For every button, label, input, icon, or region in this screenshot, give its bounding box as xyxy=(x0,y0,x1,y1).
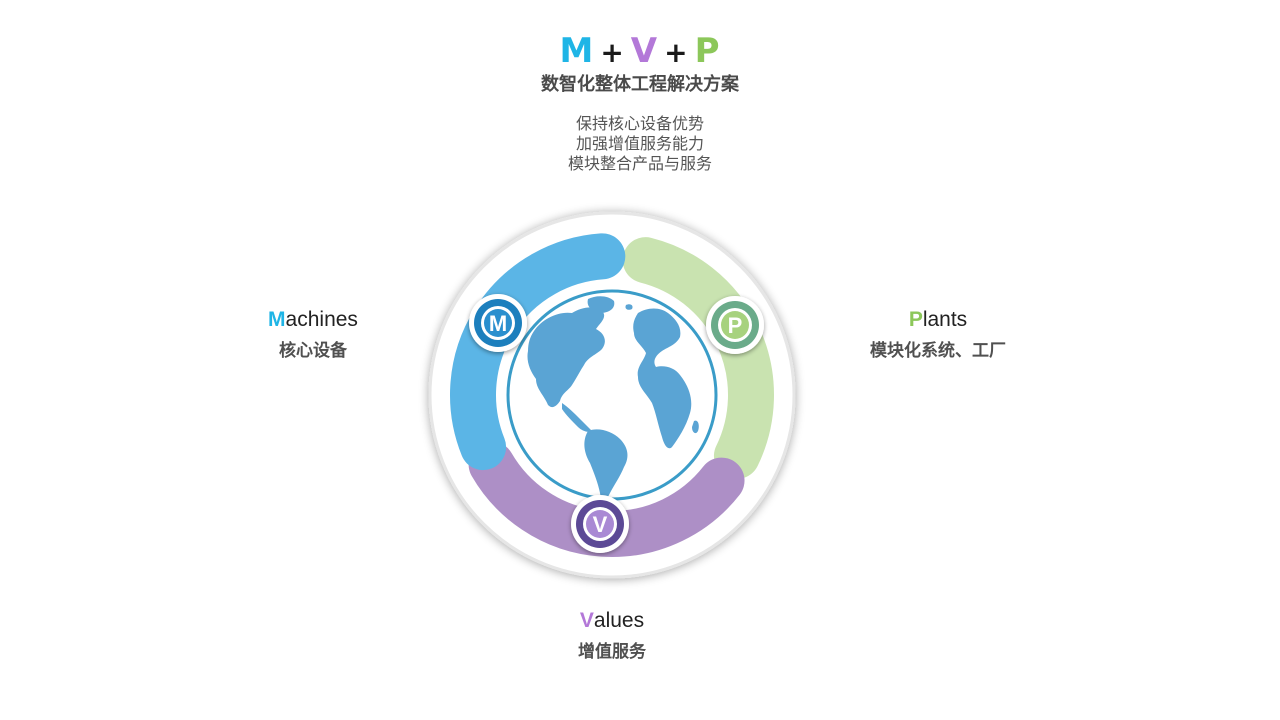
machines-name: Machines xyxy=(218,306,408,334)
machines-label: Machines 核心设备 xyxy=(218,306,408,364)
formula-plus: + xyxy=(600,36,625,69)
bullet-item: 加强增值服务能力 xyxy=(575,134,704,153)
plants-initial: P xyxy=(908,308,923,331)
formula-v: V xyxy=(630,31,659,71)
machines-initial: M xyxy=(268,308,286,331)
values-name: Values xyxy=(512,607,712,635)
values-badge: V xyxy=(571,495,629,553)
values-rest: alues xyxy=(593,609,645,632)
cycle-diagram: M P V xyxy=(428,211,796,579)
plants-label: Plants 模块化系统、工厂 xyxy=(838,306,1038,364)
plants-subtitle: 模块化系统、工厂 xyxy=(870,341,1006,361)
page-subtitle: 数智化整体工程解决方案 xyxy=(541,74,739,95)
globe-icon xyxy=(518,296,706,502)
plants-name: Plants xyxy=(838,306,1038,334)
values-initial: V xyxy=(579,609,594,632)
plants-rest: lants xyxy=(922,308,968,331)
bullet-item: 保持核心设备优势 xyxy=(575,114,704,133)
plants-badge: P xyxy=(706,296,764,354)
bullet-item: 模块整合产品与服务 xyxy=(567,154,712,173)
values-badge-letter: V xyxy=(593,512,608,537)
formula-plus: + xyxy=(664,36,689,69)
machines-subtitle: 核心设备 xyxy=(279,341,347,361)
machines-rest: achines xyxy=(285,308,358,331)
machines-badge: M xyxy=(469,294,527,352)
title-formula: M+V+P xyxy=(0,30,1280,74)
formula-p: P xyxy=(694,31,721,71)
plants-badge-letter: P xyxy=(728,313,743,338)
bullet-list: 保持核心设备优势 加强增值服务能力 模块整合产品与服务 xyxy=(0,114,1280,174)
formula-m: M xyxy=(559,31,595,71)
values-subtitle: 增值服务 xyxy=(578,642,646,662)
machines-badge-letter: M xyxy=(489,311,507,336)
values-label: Values 增值服务 xyxy=(512,607,712,665)
